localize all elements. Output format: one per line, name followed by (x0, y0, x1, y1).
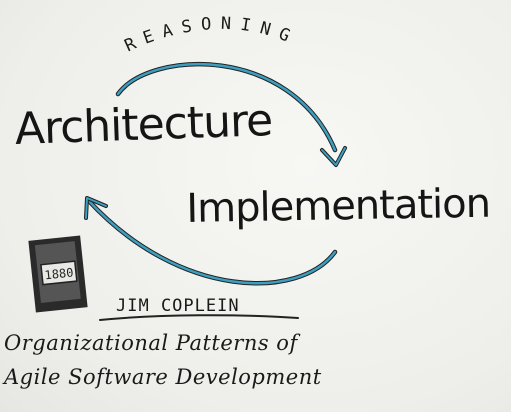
author-underline (99, 314, 299, 321)
book-title-line-1: Organizational Patterns of (4, 331, 298, 355)
book-cover-text: 1880 (44, 265, 74, 282)
architecture-label: Architecture (14, 95, 273, 155)
top-arrow (115, 62, 347, 167)
author-name: JIM COPLEIN (116, 296, 240, 316)
implementation-label: Implementation (186, 180, 491, 232)
reasoning-label-path: REASONING (122, 14, 292, 57)
bottom-arrow (84, 196, 338, 286)
book-cover-icon: 1880 (28, 235, 88, 313)
reasoning-label: REASONING (122, 14, 301, 57)
book-title-line-2: Agile Software Development (4, 365, 322, 389)
